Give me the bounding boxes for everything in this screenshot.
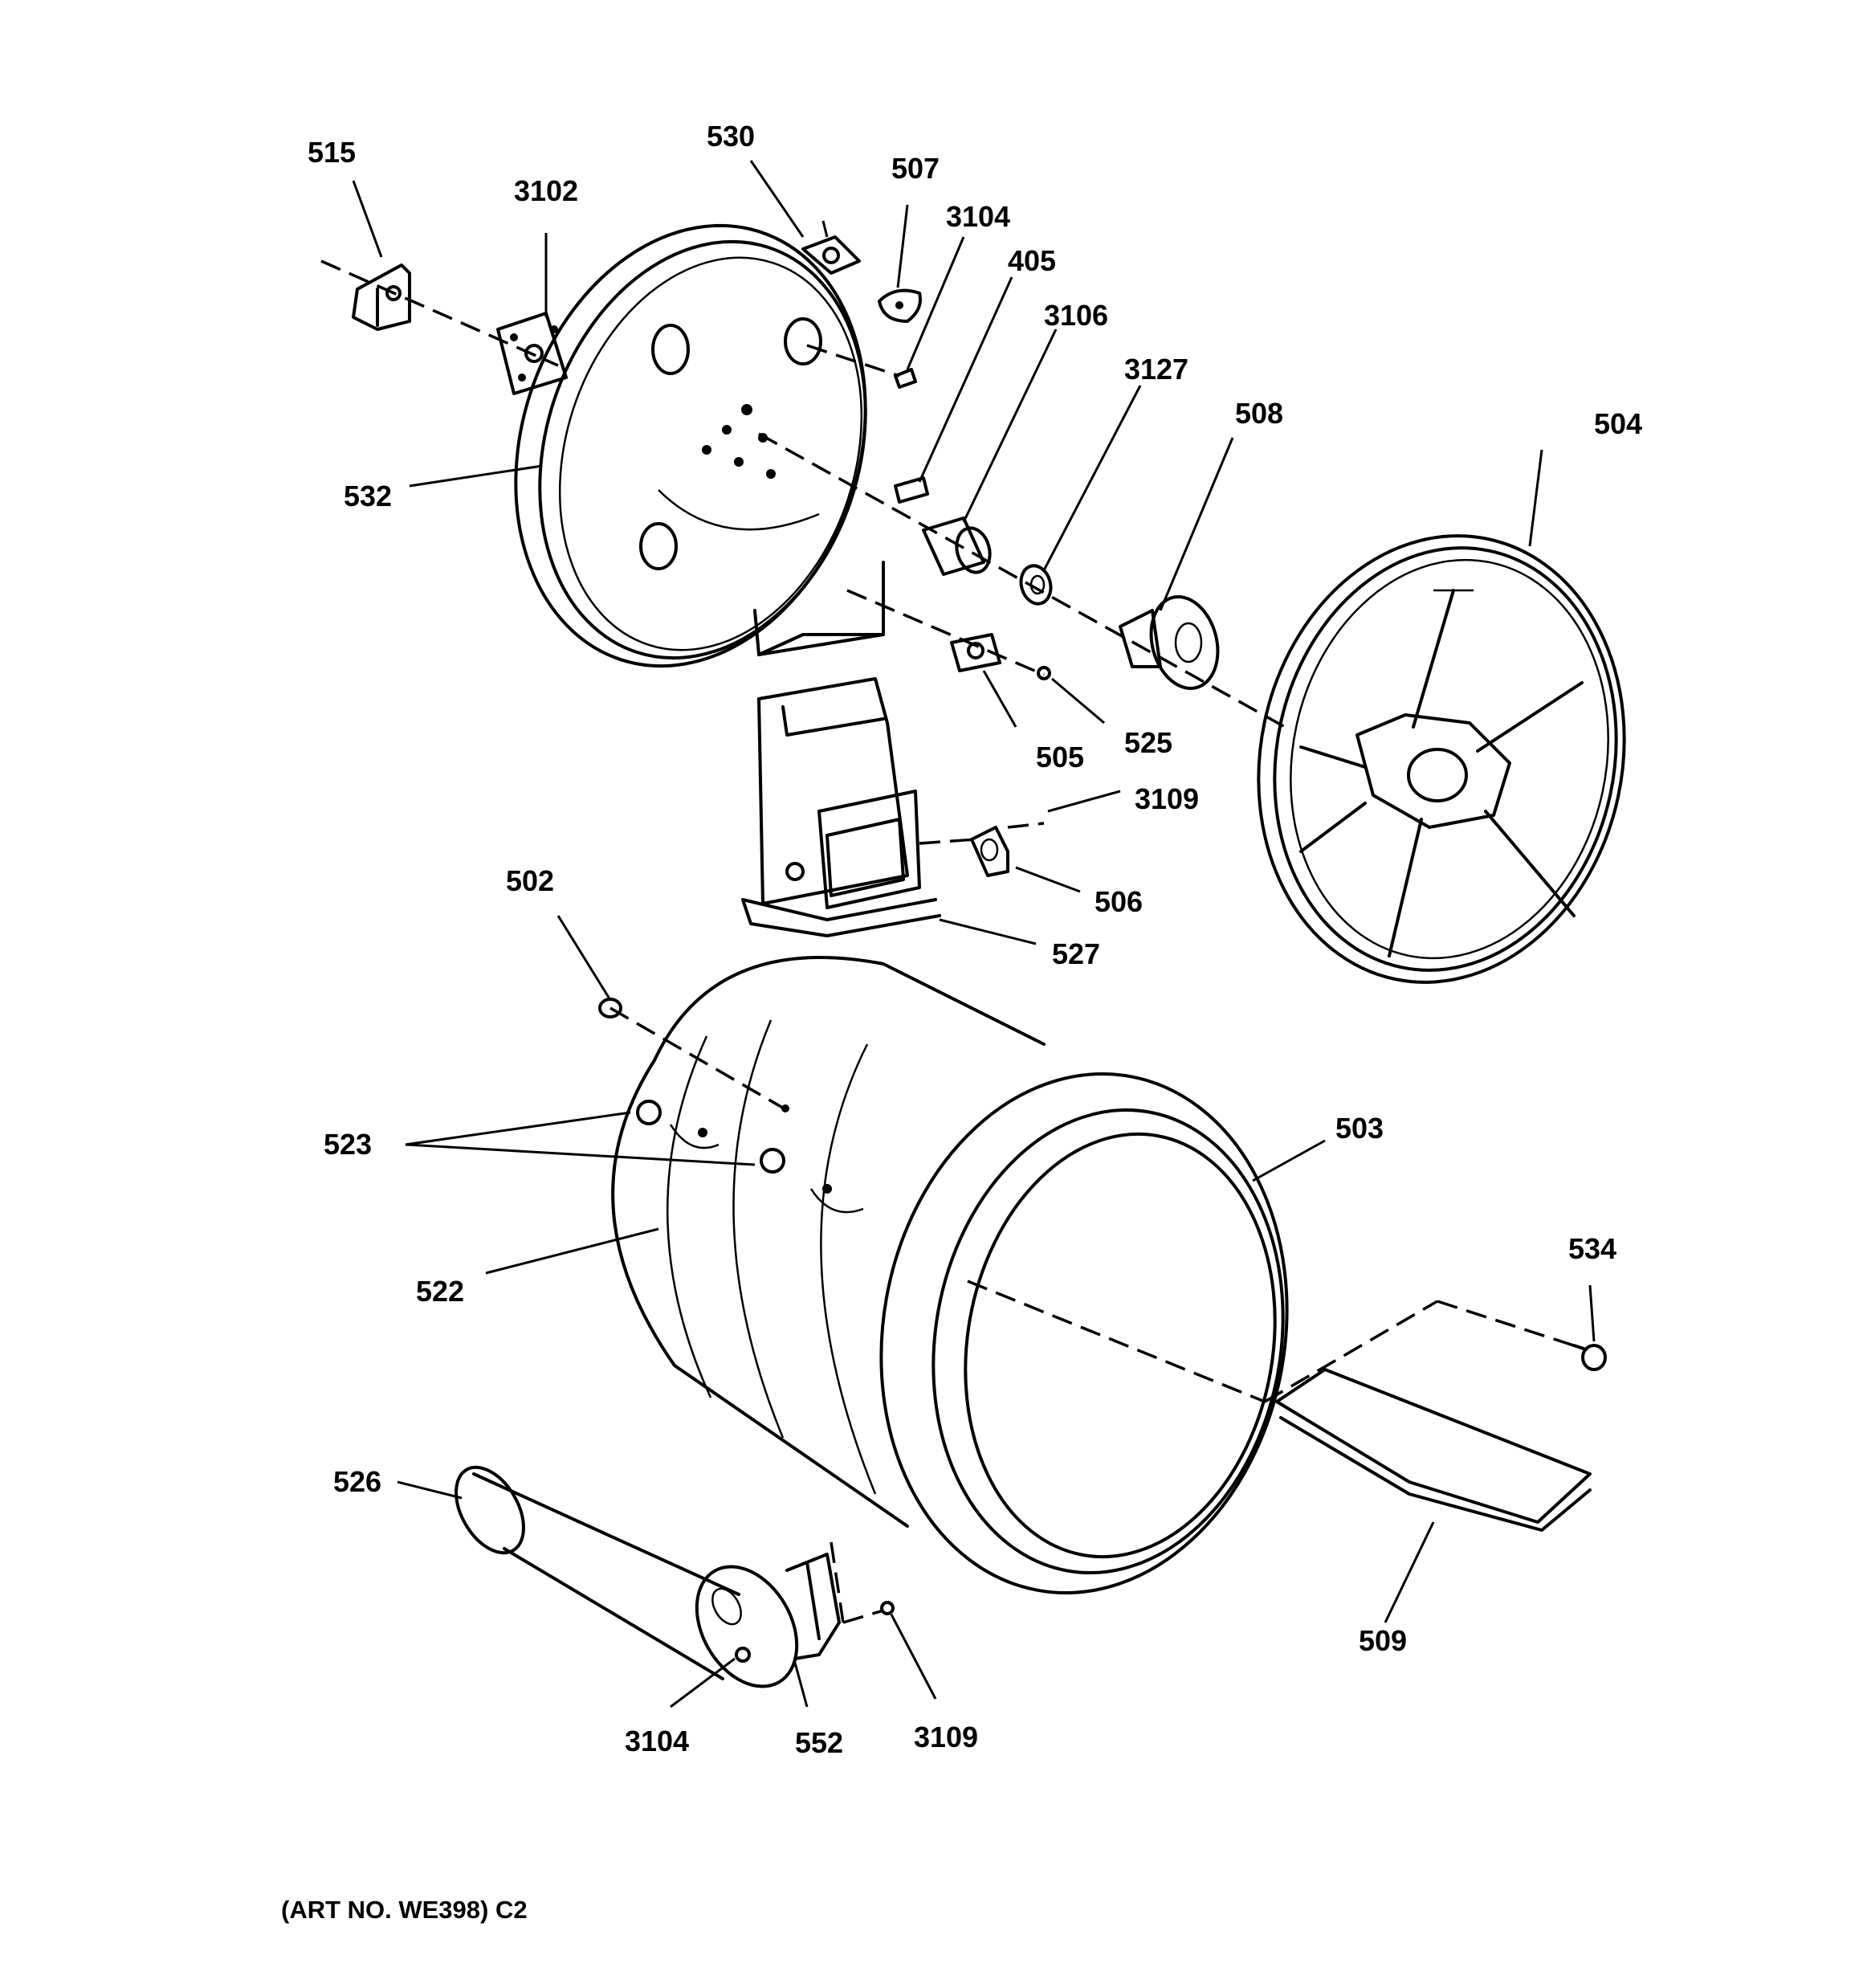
- label-3127: 3127: [1123, 353, 1189, 386]
- label-3106: 3106: [1043, 299, 1109, 332]
- label-3109-mid: 3109: [1134, 782, 1200, 815]
- assembly-lines: [320, 259, 1587, 1624]
- duct-527: [741, 677, 941, 937]
- bracket-552: [785, 1553, 841, 1660]
- screw-534: [1572, 1344, 1607, 1371]
- label-504: 504: [1593, 407, 1643, 440]
- label-532: 532: [343, 480, 393, 512]
- label-3102: 3102: [513, 174, 579, 207]
- bearing-plate-3102: [496, 312, 568, 395]
- screw-3104-top: [894, 368, 917, 389]
- bolt-405: [894, 476, 929, 504]
- shaft-3106: [922, 516, 992, 576]
- fitting-506: [970, 826, 1009, 877]
- bracket-530: [801, 220, 861, 275]
- label-525: 525: [1123, 726, 1173, 759]
- screw-3109-bottom: [880, 1601, 895, 1615]
- label-3104-top: 3104: [945, 200, 1011, 233]
- washer-3127: [1019, 564, 1053, 606]
- label-552: 552: [794, 1726, 844, 1759]
- label-3104-bottom: 3104: [624, 1725, 690, 1757]
- thermostat-507: [878, 288, 922, 323]
- label-509: 509: [1358, 1624, 1408, 1657]
- motor-526: [455, 1465, 799, 1688]
- label-503: 503: [1335, 1112, 1384, 1145]
- label-507: 507: [891, 152, 940, 185]
- label-502: 502: [505, 864, 555, 897]
- label-405: 405: [1007, 244, 1057, 277]
- label-527: 527: [1051, 937, 1101, 970]
- bracket-515: [352, 263, 411, 331]
- label-523: 523: [323, 1128, 373, 1161]
- clip-505: [950, 633, 1001, 672]
- drum-503: [611, 956, 1289, 1594]
- screw-525: [1037, 666, 1051, 680]
- label-526: 526: [332, 1465, 382, 1498]
- bearing-508: [1119, 595, 1220, 690]
- label-534: 534: [1567, 1232, 1617, 1265]
- front-bulkhead-504: [1257, 534, 1626, 984]
- label-3109-bottom: 3109: [913, 1721, 979, 1753]
- lint-duct-509: [1275, 1368, 1592, 1532]
- label-505: 505: [1035, 741, 1085, 774]
- label-515: 515: [307, 136, 357, 169]
- label-506: 506: [1094, 885, 1143, 918]
- leader-lines: [352, 160, 1596, 1708]
- label-522: 522: [415, 1275, 465, 1308]
- label-508: 508: [1234, 397, 1284, 430]
- label-530: 530: [706, 120, 756, 153]
- art-number-caption: (ART NO. WE398) C2: [281, 1896, 528, 1924]
- rear-bulkhead-532: [514, 223, 885, 668]
